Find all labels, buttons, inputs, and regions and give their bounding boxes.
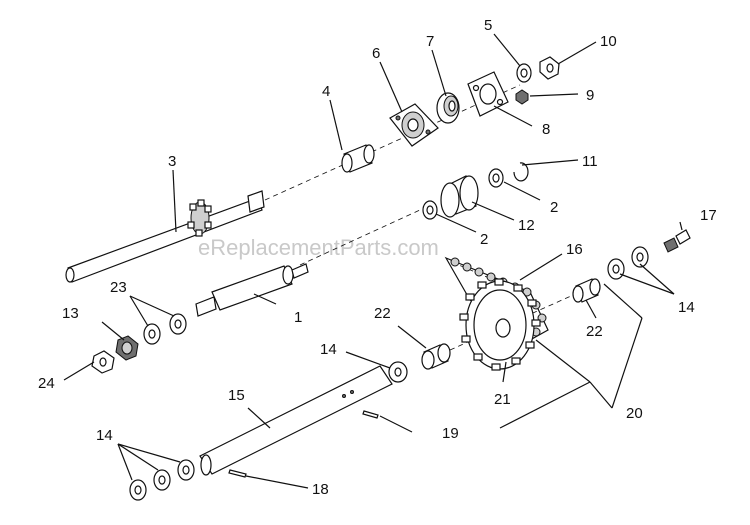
callout-7: 7 (426, 33, 434, 50)
callout-3: 3 (168, 153, 176, 170)
part-grease-fitting-17 (663, 229, 691, 253)
callout-22-left: 22 (374, 305, 391, 322)
callout-20: 20 (626, 405, 643, 422)
part-washer-2-upper (488, 168, 504, 188)
callout-12: 12 (518, 217, 535, 234)
callout-16: 16 (566, 241, 583, 258)
callout-13: 13 (62, 305, 79, 322)
part-washer-5 (516, 63, 532, 83)
part-washer-14-middle (388, 361, 408, 383)
upper-axis-line (264, 84, 521, 201)
part-sprocket-21 (459, 278, 541, 371)
small-sprocket (187, 199, 212, 237)
part-bearing-7 (436, 92, 460, 124)
callout-14-left: 14 (96, 427, 113, 444)
part-flange-6 (389, 103, 439, 147)
part-snap-ring-11 (513, 162, 529, 182)
middle-axis-line (299, 209, 421, 266)
callout-2-lower: 2 (480, 231, 488, 248)
part-washers-14-right (607, 246, 649, 280)
callout-15: 15 (228, 387, 245, 404)
part-pin-18 (228, 469, 247, 478)
callout-6: 6 (372, 45, 380, 62)
callout-24: 24 (38, 375, 55, 392)
callout-14-middle: 14 (320, 341, 337, 358)
callout-2-upper: 2 (550, 199, 558, 216)
callout-1: 1 (294, 309, 302, 326)
callout-10: 10 (600, 33, 617, 50)
part-washers-23 (143, 313, 187, 345)
part-spacer-4 (341, 144, 375, 173)
leader-lines (63, 33, 683, 489)
part-nut-10 (539, 56, 560, 80)
part-pin-19 (362, 410, 379, 419)
part-plate-8 (467, 71, 509, 117)
callout-23: 23 (110, 279, 127, 296)
callout-11: 11 (582, 153, 598, 170)
part-washers-14-left (129, 459, 195, 501)
part-shaft-1 (195, 263, 309, 317)
part-nut-24 (91, 350, 115, 374)
part-roller-12 (440, 175, 479, 218)
watermark-text: eReplacementParts.com (198, 235, 439, 260)
callout-22-right: 22 (586, 323, 603, 340)
callout-19: 19 (442, 425, 459, 442)
part-nut-13 (115, 335, 139, 361)
part-bushing-22-left (421, 343, 451, 370)
callout-14-right: 14 (678, 299, 695, 316)
callout-4: 4 (322, 83, 330, 100)
part-shaft-15 (199, 365, 393, 476)
callout-18: 18 (312, 481, 329, 498)
part-shaft-3 (65, 190, 265, 283)
callout-9: 9 (586, 87, 594, 104)
callout-numbers: 1 2 2 3 4 5 6 7 8 9 10 11 12 13 14 14 14… (38, 17, 717, 498)
callout-5: 5 (484, 17, 492, 34)
lower-axis-line (449, 291, 581, 351)
part-washer-2-lower (422, 200, 438, 220)
part-nut-9 (515, 89, 529, 105)
callout-17: 17 (700, 207, 717, 224)
callout-21: 21 (494, 391, 511, 408)
callout-8: 8 (542, 121, 550, 138)
part-bushing-22-right (572, 278, 601, 303)
